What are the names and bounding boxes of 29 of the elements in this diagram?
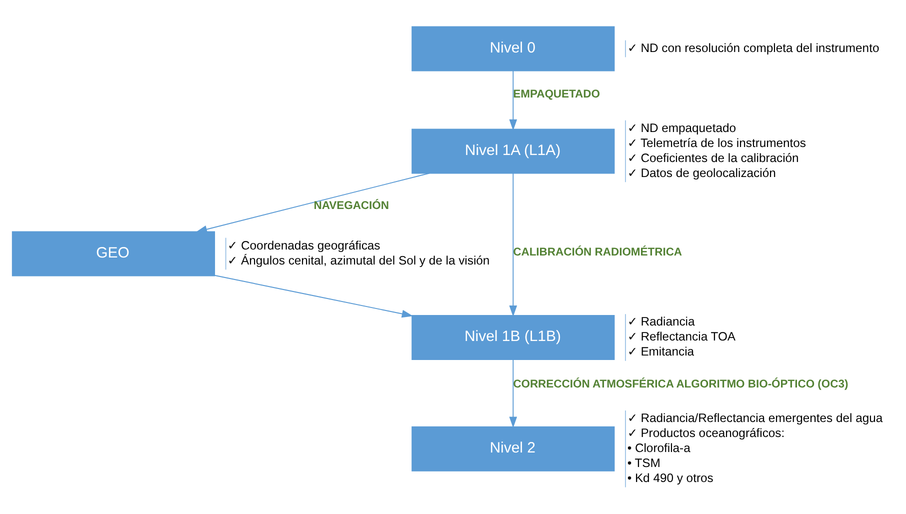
arrow xyxy=(509,172,518,317)
node-box: Nivel 1A (L1A) xyxy=(412,128,615,174)
arrow xyxy=(196,172,430,234)
node-box: GEO xyxy=(12,231,216,276)
node-box: Nivel 1B (L1B) xyxy=(412,315,615,360)
node-label: ✓ Emitancia xyxy=(627,344,694,359)
node-label: • TSM xyxy=(627,456,660,470)
edge-label: CALIBRACIÓN RADIOMÉTRICA xyxy=(513,246,682,259)
edge-label: EMPAQUETADO xyxy=(513,88,600,101)
node-label: ✓ Productos oceanográficos: xyxy=(627,426,785,440)
node-label: ✓ ND empaquetado xyxy=(627,120,736,135)
node-label: ✓ Ángulos cenital, azimutal del Sol y de la visión xyxy=(228,253,490,268)
node-label: ✓ Datos de geolocalización xyxy=(627,166,776,180)
node-label: • Clorofila-a xyxy=(627,441,690,456)
node-box: Nivel 2 xyxy=(412,426,615,472)
node-label: ✓ Reflectancia TOA xyxy=(627,330,736,344)
node-label: ✓ Telemetría de los instrumentos xyxy=(627,136,806,150)
edge-label: CORRECCIÓN ATMOSFÉRICA ALGORITMO BIO-ÓPTICO (OC3) xyxy=(513,378,848,391)
edge-label: NAVEGACIÓN xyxy=(314,200,389,212)
node-label: ✓ Coeficientes de la calibración xyxy=(627,150,799,165)
node-label: ✓ Radiancia/Reflectancia emergentes del agua xyxy=(627,411,883,426)
arrow xyxy=(509,359,518,428)
node-box: Nivel 0 xyxy=(412,26,615,72)
node-label: • Kd 490 y otros xyxy=(627,471,714,486)
arrow xyxy=(509,70,518,131)
node-label: ✓ Radiancia xyxy=(627,314,695,329)
node-label: ✓ ND con resolución completa del instrumento xyxy=(627,40,880,55)
arrow xyxy=(214,274,414,318)
node-label: ✓ Coordenadas geográficas xyxy=(228,238,380,252)
